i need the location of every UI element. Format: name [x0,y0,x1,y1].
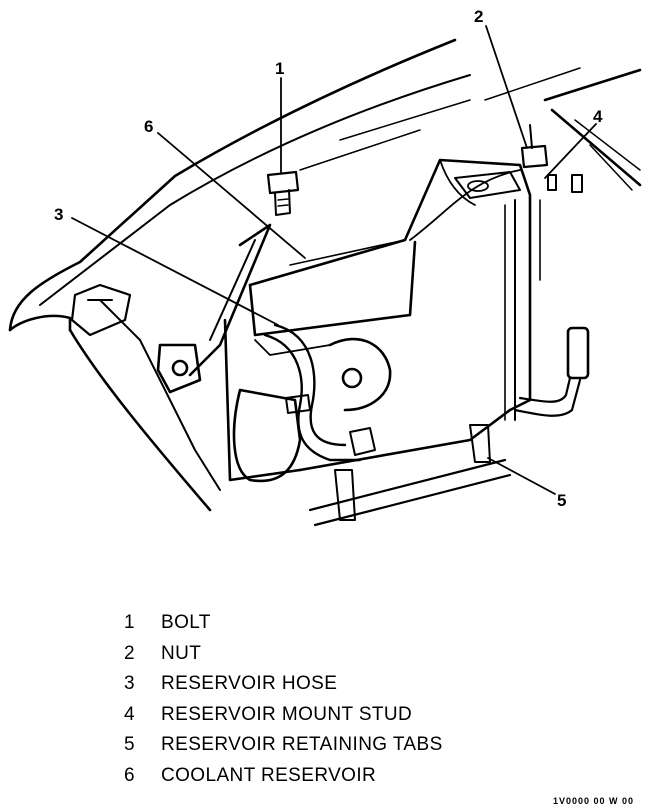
legend-item: 1 BOLT [124,608,443,639]
legend-number: 2 [124,642,135,664]
coolant-reservoir-shape [223,158,541,483]
figure-code: 1V0000 00 W 00 [552,796,634,806]
callout-3: 3 [54,205,63,224]
reservoir-hose-shape [263,323,376,462]
leader-line-4 [544,123,597,179]
callout-6: 6 [144,117,153,136]
legend-label: RESERVOIR HOSE [161,673,338,695]
mount-bracket [70,223,272,394]
legend-label: COOLANT RESERVOIR [161,764,377,786]
legend-number: 3 [124,673,135,695]
reservoir-diagram: 1 2 3 4 5 6 [8,7,642,527]
legend-item: 6 COOLANT RESERVOIR [124,761,443,792]
bolt-shape [266,170,300,216]
legend-number: 1 [124,612,135,634]
legend-number: 6 [124,764,135,786]
callout-4: 4 [593,107,603,126]
callout-2: 2 [474,7,483,26]
fender-outline [8,38,642,512]
lower-rail [308,424,512,527]
legend-label: RESERVOIR RETAINING TABS [161,734,443,756]
legend-number: 5 [124,734,135,756]
legend-item: 3 RESERVOIR HOSE [124,669,443,700]
legend-label: NUT [161,642,202,664]
leader-line-3 [71,217,279,326]
callout-numbers: 1 2 3 4 5 6 [54,7,603,510]
legend-label: BOLT [161,612,211,634]
parts-legend: 1 BOLT 2 NUT 3 RESERVOIR HOSE 4 RESERVOI… [124,608,443,791]
legend-item: 2 NUT [124,639,443,670]
leader-line-2 [485,25,528,149]
callout-1: 1 [275,59,284,78]
legend-item: 5 RESERVOIR RETAINING TABS [124,730,443,761]
callout-5: 5 [557,491,566,510]
legend-number: 4 [124,703,135,725]
overflow-hose-shape [513,326,590,417]
mount-stud-shape [547,174,583,193]
leader-lines [71,25,597,495]
legend-item: 4 RESERVOIR MOUNT STUD [124,700,443,731]
leader-line-5 [487,457,556,495]
leader-line-6 [157,132,306,259]
legend-label: RESERVOIR MOUNT STUD [161,703,413,725]
nut-shape [454,124,549,199]
